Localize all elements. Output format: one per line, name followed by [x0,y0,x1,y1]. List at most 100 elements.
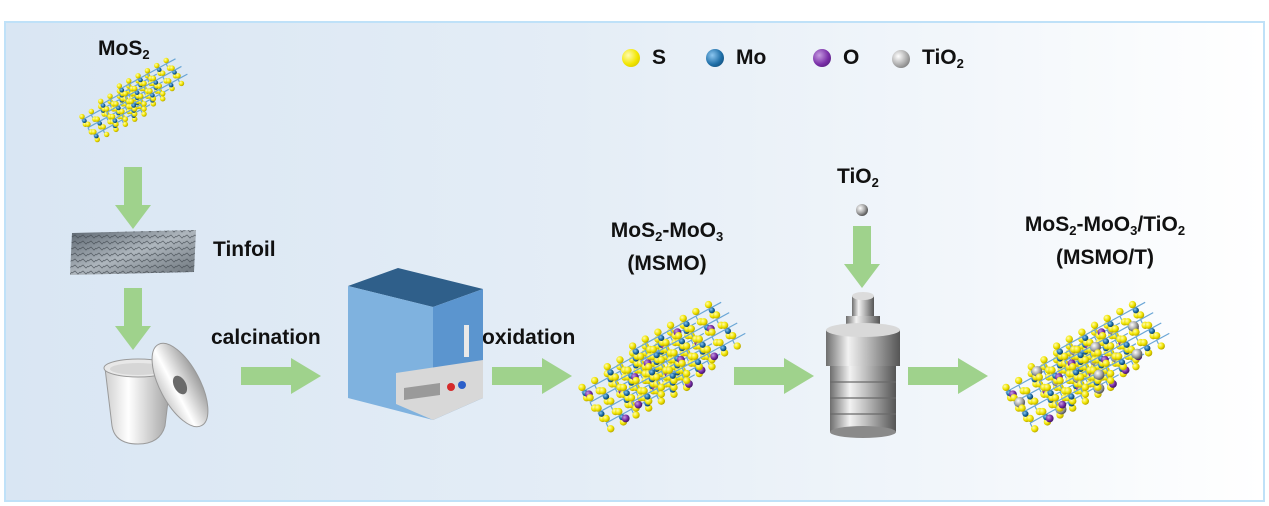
mos2-label: MoS2 [98,37,150,62]
arrow-oxidation [492,358,572,394]
molybdenum-atom [1073,369,1080,376]
sulfur-atom [657,383,666,392]
sulfur-atom [156,83,163,89]
bond-line [106,106,117,113]
molybdenum-atom [633,348,640,355]
molybdenum-atom [1027,393,1034,400]
molybdenum-atom [683,321,690,328]
sulfur-atom [670,349,678,357]
sulfur-atom [122,121,129,127]
sulfur-atom [657,397,666,405]
sulfur-atom [97,98,104,105]
sulfur-atom [1002,383,1010,392]
bond-line [1114,325,1129,334]
bond-line [711,329,725,338]
tio2-input-label: TiO2 [837,165,879,190]
bond-line [1140,312,1154,321]
sulfur-atom [607,397,615,405]
sulfur-atom [113,101,119,107]
msmo-crystal-icon [578,300,746,433]
bond-line [640,353,654,362]
molybdenum-atom [169,82,174,88]
molybdenum-atom [679,338,686,345]
oxygen-atom [1045,414,1054,423]
sulfur-atom [1144,321,1153,329]
sulfur-atom [716,338,724,347]
sulfur-atom [1051,394,1060,402]
sulfur-atom [154,62,160,69]
sulfur-atom [1081,356,1090,364]
sulfur-atom [1102,359,1110,367]
molybdenum-atom [603,393,610,400]
bond-line [670,322,684,331]
msmo-formula-label: MoS2-MoO3 [610,219,724,244]
molybdenum-atom [695,359,702,366]
bond-line [121,109,132,116]
bond-line [125,91,135,98]
sulfur-atom [624,366,632,374]
molybdenum-atom [116,105,121,111]
msmo-abbrev-label: (MSMO) [627,252,707,275]
sulfur-atom [126,78,132,84]
bond-line [635,377,649,386]
molybdenum-atom [669,372,676,379]
molybdenum-atom [653,352,660,359]
autoclave-icon [826,292,900,438]
molybdenum-atom-icon [706,49,724,67]
molybdenum-atom [157,67,162,73]
sulfur-atom [103,131,110,138]
sulfur-atom [141,101,147,107]
sulfur-atom [1119,335,1127,343]
molybdenum-atom [153,80,159,85]
sulfur-atom [602,414,610,423]
bond-line [177,73,188,80]
sulfur-atom [645,363,653,371]
bond-line [1059,377,1073,386]
tio2-particle-icon [892,49,910,68]
sulfur-atom [1060,352,1069,361]
sulfur-atom [682,342,691,350]
bond-line [665,339,679,348]
molybdenum-atom [644,393,651,400]
molybdenum-atom [172,70,177,75]
sulfur-atom [141,80,147,87]
sulfur-atom [1081,397,1090,405]
oxygen-atom [1058,400,1067,409]
sulfur-atom [632,411,640,419]
sulfur-atom [700,318,708,326]
sulfur-atom [128,98,135,105]
sulfur-atom [160,70,166,76]
bond-line [143,81,154,88]
msmot-abbrev-label: (MSMO/T) [1056,246,1154,269]
arrow-tio2-down [844,226,880,288]
sulfur-atom [1136,311,1145,319]
sulfur-atom [657,356,666,364]
bond-line [732,332,746,341]
sulfur-atom [679,314,687,323]
bond-line [615,374,629,383]
sulfur-atom [666,321,675,329]
bond-line [594,377,608,386]
sulfur-atom [1116,307,1124,316]
sulfur-atom [695,335,703,343]
bond-line [162,71,173,78]
arrow-down-2 [115,288,151,350]
furnace-icon [348,268,483,420]
sulfur-atom [703,345,712,354]
sulfur-atom [116,83,123,89]
bond-line [631,394,645,403]
sulfur-atom [594,404,602,412]
sulfur-atom [1106,369,1115,378]
sulfur-atom [708,363,716,371]
sulfur-atom [682,376,691,385]
oxygen-atom [621,414,630,423]
sulfur-atom [79,113,85,120]
bond-line [644,336,659,345]
sulfur-atom [1064,387,1072,395]
sulfur-atom [654,328,662,336]
sulfur-atom [682,369,691,378]
molybdenum-atom [97,121,103,126]
sulfur-atom [135,73,141,79]
bond-line [128,78,139,85]
sulfur-atom [1069,363,1077,371]
